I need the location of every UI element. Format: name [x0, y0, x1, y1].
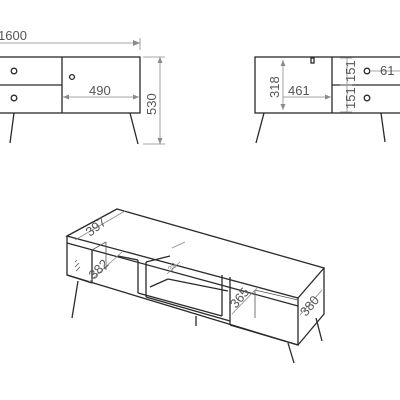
iso-right-back-top — [254, 289, 299, 301]
width-label: 1600 — [0, 28, 27, 43]
drawer-bottom-height-label: 151 — [343, 87, 358, 109]
front-leg-left — [9, 112, 15, 144]
inner-height-label: 318 — [267, 76, 282, 98]
door-dimension-arrow-right — [133, 94, 139, 100]
door-knob — [68, 73, 76, 81]
iso-mid-depth-label: 38 — [166, 260, 179, 273]
inner-width-label: 461 — [288, 83, 310, 98]
iso-mid-shelf-side — [149, 278, 169, 288]
back-knob-top — [363, 67, 371, 75]
front-cabinet-body — [0, 56, 141, 114]
height-arrow-bottom — [157, 138, 163, 144]
inner-height-arrow-top — [280, 60, 286, 66]
iso-right-side — [297, 268, 325, 346]
iso-front-board-lower — [66, 242, 299, 307]
back-leg-right — [380, 112, 386, 143]
iso-mid-dim-2 — [166, 261, 181, 275]
door-dimension-arrow-left — [63, 94, 69, 100]
front-leg-right — [129, 112, 139, 145]
iso-left-comp-label: 382 — [86, 256, 112, 282]
drawer-knob-top — [10, 67, 18, 75]
iso-mid-shelf-front — [137, 292, 223, 317]
iso-left-divider-top — [117, 255, 139, 261]
inner-height-arrow-bottom — [280, 104, 286, 110]
iso-right-depth-dim — [299, 289, 323, 316]
iso-left-comp-dim — [88, 251, 123, 283]
back-cabinet-body — [254, 56, 400, 114]
iso-depth-dim — [74, 210, 126, 241]
iso-left-hatch — [74, 259, 81, 272]
iso-depth-label: 397 — [83, 214, 109, 239]
height-arrow-top — [157, 57, 163, 63]
iso-right-depth-label: 380 — [297, 293, 322, 319]
back-knob-bottom — [363, 94, 371, 102]
iso-left-bottom — [66, 274, 93, 284]
iso-mid-shelf-back — [167, 278, 229, 292]
iso-top-inner-edge — [91, 241, 107, 251]
back-leg-left — [255, 112, 265, 144]
back-view: 318 461 151 151 61 — [254, 56, 400, 144]
iso-view: 397 382 38 365 380 — [65, 208, 326, 364]
width-dimension-arrow — [133, 40, 140, 46]
inner-width-arrow — [325, 94, 331, 100]
iso-front-outline — [66, 236, 299, 346]
drawer-top-height-label: 151 — [343, 60, 358, 82]
iso-mid-top-back — [145, 255, 171, 263]
drawer-width-label: 61 — [380, 63, 394, 78]
iso-mid-dim — [171, 241, 186, 249]
height-label: 530 — [144, 93, 159, 115]
iso-right-comp-dim — [231, 286, 259, 315]
cable-slot — [310, 57, 315, 64]
door-width-label: 490 — [89, 83, 111, 98]
drawer-knob-bottom — [10, 94, 18, 102]
iso-leg-back-right — [315, 317, 323, 342]
iso-mid-bottom — [145, 296, 231, 322]
front-view: 1600 490 530 — [0, 28, 165, 145]
iso-right-bottom — [229, 324, 299, 346]
iso-leg-front-left — [71, 280, 79, 319]
iso-leg-front-right — [287, 342, 295, 364]
